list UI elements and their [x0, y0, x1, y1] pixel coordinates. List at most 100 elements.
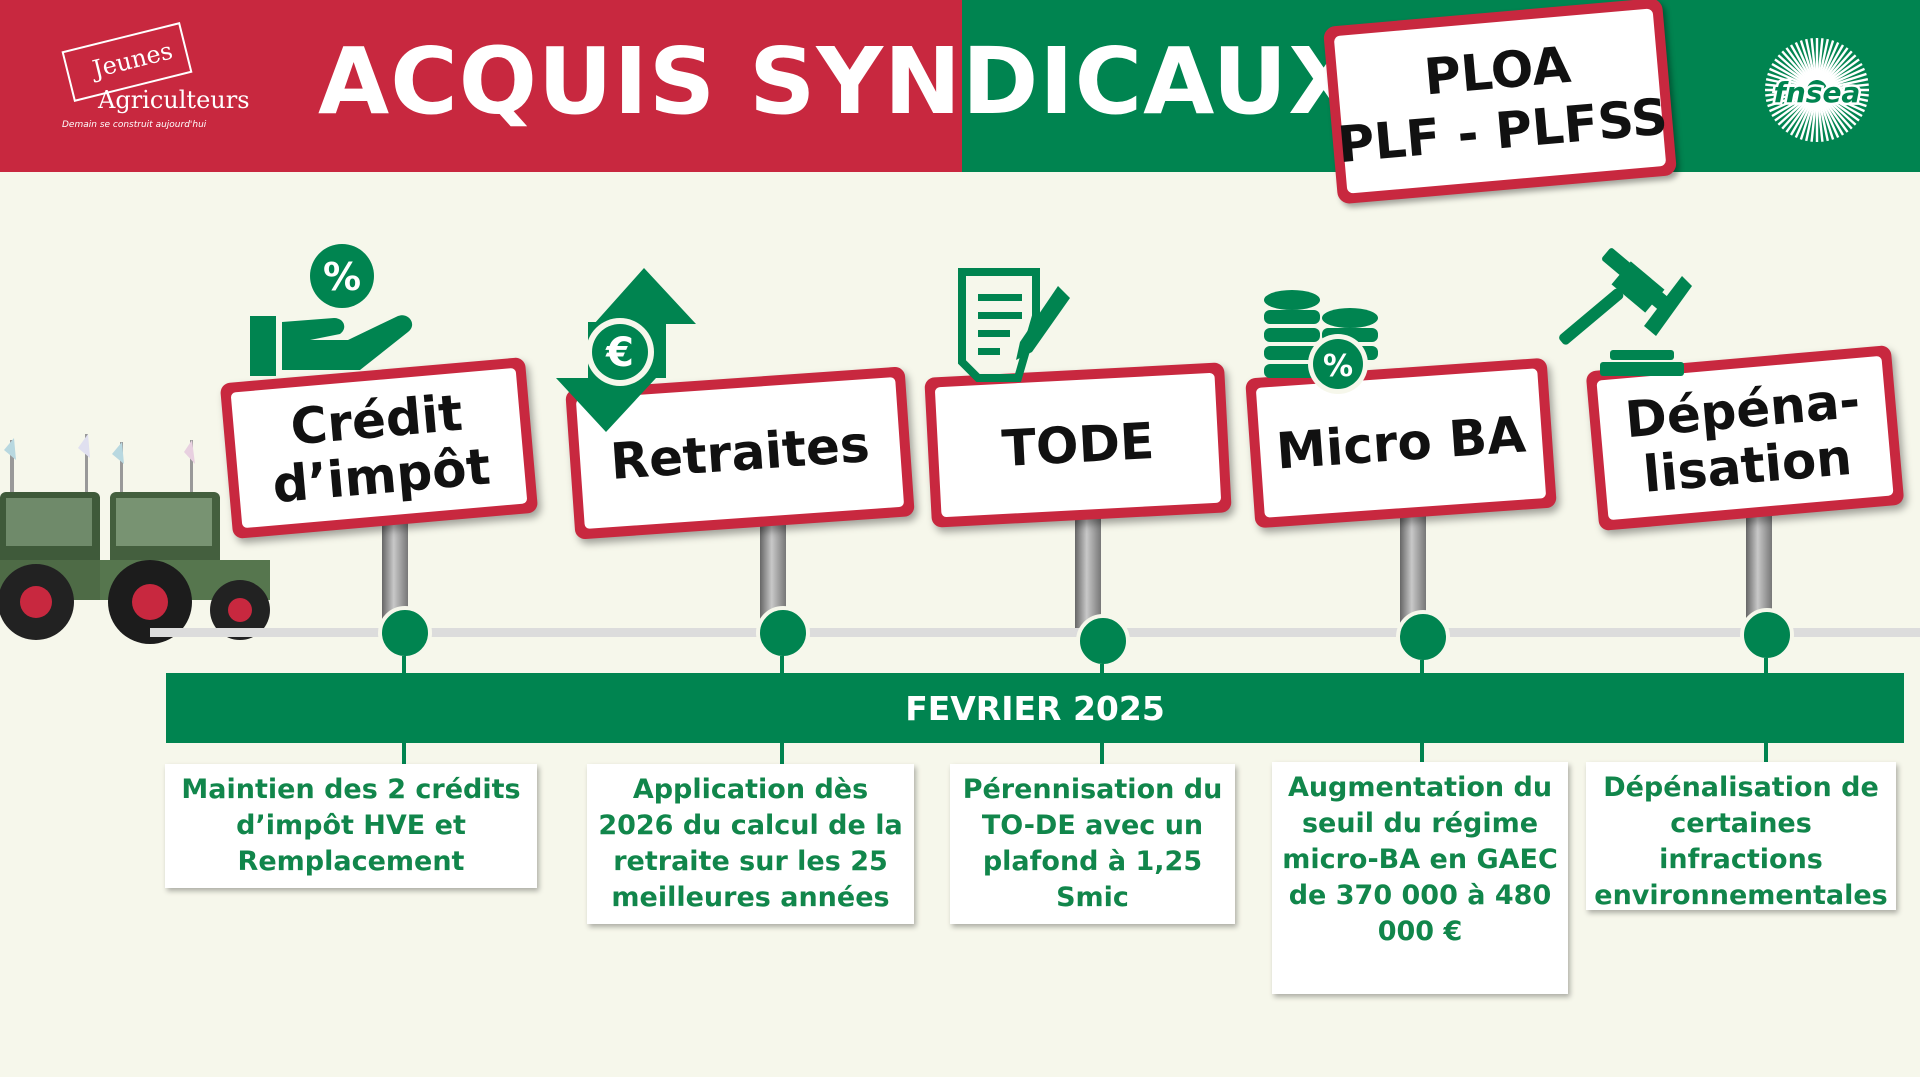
fnsea-ray — [1769, 92, 1809, 113]
document-pen-icon — [958, 268, 1070, 382]
description-text-1: Maintien des 2 crédits d’impôt HVE et Re… — [181, 774, 521, 877]
description-text-4: Augmentation du seuil du régime micro-BA… — [1282, 772, 1558, 947]
sign-credit-impot: Crédit d’impôt — [219, 356, 539, 540]
fnsea-ray — [1825, 92, 1865, 113]
fnsea-ray — [1805, 99, 1817, 142]
description-card-5: Dépénalisation de certaines infractions … — [1586, 762, 1896, 911]
fnsea-ray — [1777, 95, 1811, 126]
timeline-tick-bottom-4 — [1420, 742, 1424, 764]
fnsea-ray — [1818, 40, 1835, 81]
fnsea-ray — [1823, 54, 1857, 85]
fnsea-ray — [1774, 94, 1810, 122]
timeline-dot-5 — [1740, 608, 1794, 662]
header-sign-line-2: PLF - PLFSS — [1335, 87, 1670, 175]
fnsea-ray — [1789, 44, 1814, 82]
timeline-tick-top-4 — [1420, 660, 1424, 674]
svg-text:€: € — [605, 330, 634, 376]
fnsea-ray — [1826, 90, 1869, 102]
fnsea-ray — [1785, 97, 1813, 133]
fnsea-ray — [1799, 99, 1816, 140]
fnsea-logo: fnsea — [1765, 38, 1869, 142]
fnsea-ray — [1765, 83, 1808, 91]
fnsea-ray — [1824, 58, 1860, 86]
fnsea-ray — [1826, 83, 1869, 91]
fnsea-ray — [1822, 50, 1853, 84]
svg-text:%: % — [323, 255, 361, 299]
fnsea-ray — [1819, 98, 1840, 138]
fnsea-ray — [1794, 98, 1815, 138]
fnsea-ray — [1765, 78, 1808, 90]
timeline-dot-1 — [378, 606, 432, 660]
jeunes-agriculteurs-logo: Jeunes Agriculteurs Demain se construit … — [58, 22, 250, 138]
description-text-5: Dépénalisation de certaines infractions … — [1594, 772, 1888, 911]
timeline-tick-bottom-5 — [1764, 742, 1768, 764]
fnsea-ray — [1826, 78, 1869, 90]
timeline-dot-4 — [1396, 610, 1450, 664]
fnsea-ray — [1826, 72, 1867, 89]
description-card-2: Application dès 2026 du calcul de la ret… — [587, 764, 914, 924]
fnsea-ray — [1816, 38, 1824, 81]
gavel-icon — [1559, 248, 1692, 376]
description-text-3: Pérennisation du TO-DE avec un plafond à… — [962, 774, 1223, 913]
fnsea-ray — [1781, 96, 1812, 130]
description-card-3: Pérennisation du TO-DE avec un plafond à… — [950, 764, 1235, 924]
fnsea-ray — [1826, 91, 1867, 108]
fnsea-ray — [1817, 38, 1829, 81]
fnsea-ray — [1823, 95, 1857, 126]
fnsea-ray — [1769, 67, 1809, 88]
timeline-tick-bottom-3 — [1100, 742, 1104, 764]
timeline-dot-2 — [756, 606, 810, 660]
hand-percent-icon: % — [250, 244, 413, 376]
timeline-dot-3 — [1076, 614, 1130, 668]
fnsea-ray — [1810, 99, 1818, 142]
fnsea-ray — [1817, 99, 1829, 142]
timeline-tick-top-3 — [1100, 664, 1104, 674]
fnsea-ray — [1774, 58, 1810, 86]
fnsea-ray — [1821, 97, 1849, 133]
sign-pole-5 — [1746, 500, 1772, 628]
timeline-tick-top-2 — [780, 656, 784, 674]
logo-tagline: Demain se construit aujourd'hui — [62, 120, 207, 130]
description-card-4: Augmentation du seuil du régime micro-BA… — [1272, 762, 1568, 994]
fnsea-ray — [1810, 38, 1818, 81]
fnsea-ray — [1789, 98, 1814, 136]
fnsea-ray — [1820, 98, 1845, 136]
logo-word-agriculteurs: Agriculteurs — [98, 86, 250, 114]
fnsea-ray — [1819, 42, 1840, 82]
fnsea-ray — [1824, 94, 1860, 122]
fnsea-ray — [1818, 99, 1835, 140]
header-red-band — [0, 0, 962, 172]
fnsea-ray — [1785, 47, 1813, 83]
fnsea-ray — [1825, 62, 1863, 87]
tractors-image — [0, 434, 270, 644]
sign-pole-4 — [1400, 500, 1426, 628]
header-sign: PLOA PLF - PLFSS — [1322, 0, 1678, 205]
coins-percent-icon: % — [1264, 290, 1378, 394]
fnsea-ray — [1771, 62, 1809, 87]
fnsea-ray — [1767, 72, 1808, 89]
sign-micro-ba-label: Micro BA — [1274, 405, 1528, 481]
timeline-tick-top-1 — [402, 656, 406, 674]
fnsea-ray — [1825, 93, 1863, 118]
euro-arrows-icon: € — [556, 268, 696, 432]
timeline-date-band: FEVRIER 2025 — [166, 673, 1904, 743]
fnsea-ray — [1826, 89, 1869, 97]
timeline-tick-bottom-2 — [780, 742, 784, 764]
fnsea-ray — [1765, 90, 1808, 102]
description-card-1: Maintien des 2 crédits d’impôt HVE et Re… — [165, 764, 537, 888]
sign-pole-3 — [1075, 505, 1101, 628]
page-title: ACQUIS SYNDICAUX — [318, 28, 1361, 135]
timeline-road — [150, 628, 1920, 637]
fnsea-ray — [1765, 89, 1808, 97]
timeline-tick-top-5 — [1764, 658, 1768, 674]
fnsea-ray — [1821, 47, 1849, 83]
svg-text:%: % — [1323, 349, 1353, 384]
fnsea-ray — [1825, 67, 1865, 88]
fnsea-ray — [1822, 96, 1853, 130]
sign-tode-label: TODE — [1000, 412, 1156, 478]
fnsea-ray — [1805, 38, 1817, 81]
fnsea-ray — [1816, 99, 1824, 142]
fnsea-ray — [1767, 91, 1808, 108]
fnsea-ray — [1794, 42, 1815, 82]
description-text-2: Application dès 2026 du calcul de la ret… — [598, 774, 903, 913]
